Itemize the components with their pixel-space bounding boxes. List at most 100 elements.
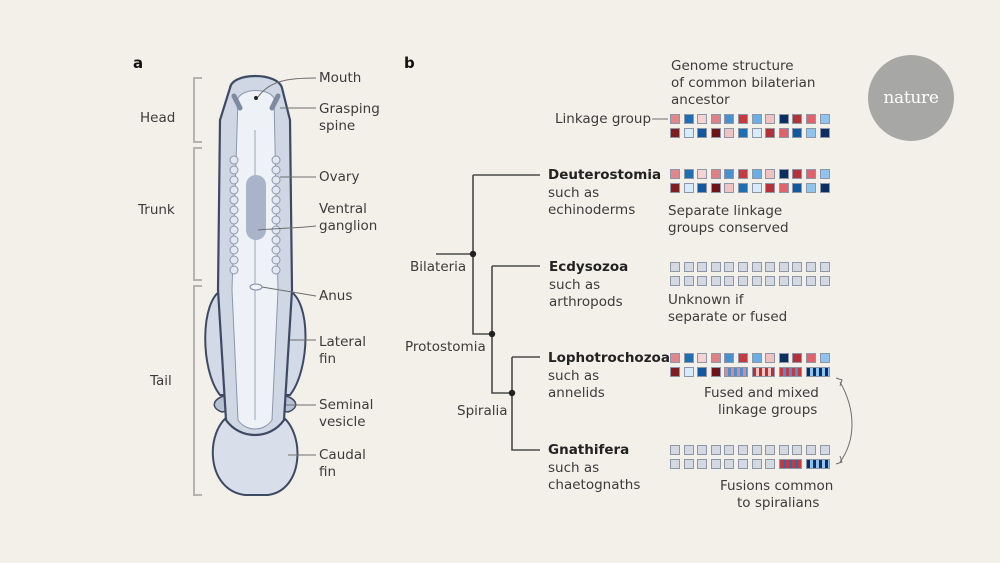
unknown-cell	[697, 459, 708, 469]
unknown-cell	[778, 276, 789, 286]
label-ventral-ganglion: Ventral ganglion	[319, 201, 378, 234]
linkage-cell	[806, 169, 816, 179]
linkage-cell	[751, 183, 762, 193]
linkage-cell	[819, 169, 830, 179]
taxon-ecdysozoa-sub2: arthropods	[549, 294, 623, 310]
linkage-cell	[697, 114, 708, 124]
unknown-cell	[670, 276, 680, 286]
unknown-cell	[765, 262, 776, 272]
arrow-head-top	[835, 377, 843, 387]
linkage-cell	[724, 114, 735, 124]
caption-deuterostomia-2: groups conserved	[668, 220, 789, 236]
linkage-cell	[765, 114, 776, 124]
linkage-cell	[724, 353, 735, 363]
fused-linkage-block	[806, 367, 830, 377]
linkage-cell	[765, 353, 776, 363]
caption-gnathifera-1: Fusions common	[720, 478, 834, 494]
node-spiralia: Spiralia	[457, 403, 508, 419]
unknown-cell	[683, 276, 694, 286]
linkage-cell	[778, 128, 789, 138]
linkage-cell	[710, 183, 721, 193]
linkage-cell	[670, 128, 680, 138]
linkage-cell	[778, 169, 789, 179]
linkage-cell	[751, 353, 762, 363]
linkage-cell	[738, 169, 748, 179]
taxon-lophotrochozoa-sub1: such as	[548, 368, 600, 384]
linkage-cell	[670, 367, 680, 377]
label-ovary: Ovary	[319, 169, 360, 185]
linkage-cell	[792, 114, 803, 124]
linkage-cell	[724, 169, 735, 179]
unknown-cell	[778, 445, 789, 455]
fused-linkage-block	[751, 367, 776, 377]
taxon-lophotrochozoa: Lophotrochozoa	[548, 350, 670, 366]
region-trunk: Trunk	[138, 202, 175, 218]
taxon-gnathifera-sub1: such as	[548, 460, 600, 476]
caption-ecdysozoa-2: separate or fused	[668, 309, 788, 325]
unknown-cell	[710, 276, 721, 286]
unknown-cell	[683, 459, 694, 469]
label-grasping-spine: Grasping spine	[319, 101, 380, 134]
genome-title-line1: Genome structure	[671, 58, 794, 74]
unknown-cell	[765, 445, 776, 455]
linkage-cell	[697, 183, 708, 193]
unknown-cell	[738, 262, 748, 272]
trunk-bracket	[193, 147, 202, 281]
linkage-cell	[683, 114, 694, 124]
linkage-cell	[765, 169, 776, 179]
unknown-cell	[792, 276, 803, 286]
tail-bracket	[193, 285, 202, 496]
linkage-cell	[697, 128, 708, 138]
label-anus: Anus	[319, 288, 353, 304]
caption-lophotrochozoa-1: Fused and mixed	[704, 385, 819, 401]
linkage-cell	[724, 183, 735, 193]
label-caudal-fin: Caudal fin	[319, 447, 366, 480]
fused-linkage-block	[806, 459, 830, 469]
unknown-cell	[738, 459, 748, 469]
linkage-cell	[792, 353, 803, 363]
unknown-cell	[765, 459, 776, 469]
linkage-cell	[819, 183, 830, 193]
linkage-cell	[683, 367, 694, 377]
linkage-cell	[778, 353, 789, 363]
taxon-gnathifera-sub2: chaetognaths	[548, 477, 641, 493]
linkage-cell	[670, 353, 680, 363]
genome-title-line3: ancestor	[671, 92, 730, 108]
linkage-cell	[792, 169, 803, 179]
anus-shape	[249, 283, 263, 291]
unknown-cell	[710, 262, 721, 272]
fused-linkage-block	[724, 367, 748, 377]
arrow-head-bottom	[835, 455, 843, 465]
unknown-cell	[819, 262, 830, 272]
tree-nodes	[469, 250, 516, 397]
linkage-cell	[806, 183, 816, 193]
linkage-cell	[670, 169, 680, 179]
mouth-dot	[254, 96, 258, 100]
label-mouth: Mouth	[319, 70, 362, 86]
unknown-cell	[806, 445, 816, 455]
region-tail: Tail	[150, 373, 172, 389]
unknown-cell	[724, 276, 735, 286]
unknown-cell	[670, 459, 680, 469]
unknown-cell	[765, 276, 776, 286]
unknown-cell	[751, 262, 762, 272]
linkage-cell	[819, 114, 830, 124]
unknown-cell	[710, 459, 721, 469]
panel-b-label: b	[404, 54, 415, 72]
unknown-cell	[738, 276, 748, 286]
linkage-cell	[751, 169, 762, 179]
caudal-fin	[211, 414, 299, 496]
unknown-cell	[751, 276, 762, 286]
unknown-cell	[751, 459, 762, 469]
grasping-spine-left	[231, 93, 243, 111]
taxon-deuterostomia: Deuterostomia	[548, 167, 662, 183]
taxon-deuterostomia-sub1: such as	[548, 185, 600, 201]
linkage-cell	[670, 114, 680, 124]
linkage-cell	[738, 128, 748, 138]
bilateria-node	[469, 250, 477, 258]
unknown-cell	[724, 262, 735, 272]
linkage-cell	[710, 114, 721, 124]
unknown-cell	[819, 445, 830, 455]
unknown-cell	[670, 445, 680, 455]
